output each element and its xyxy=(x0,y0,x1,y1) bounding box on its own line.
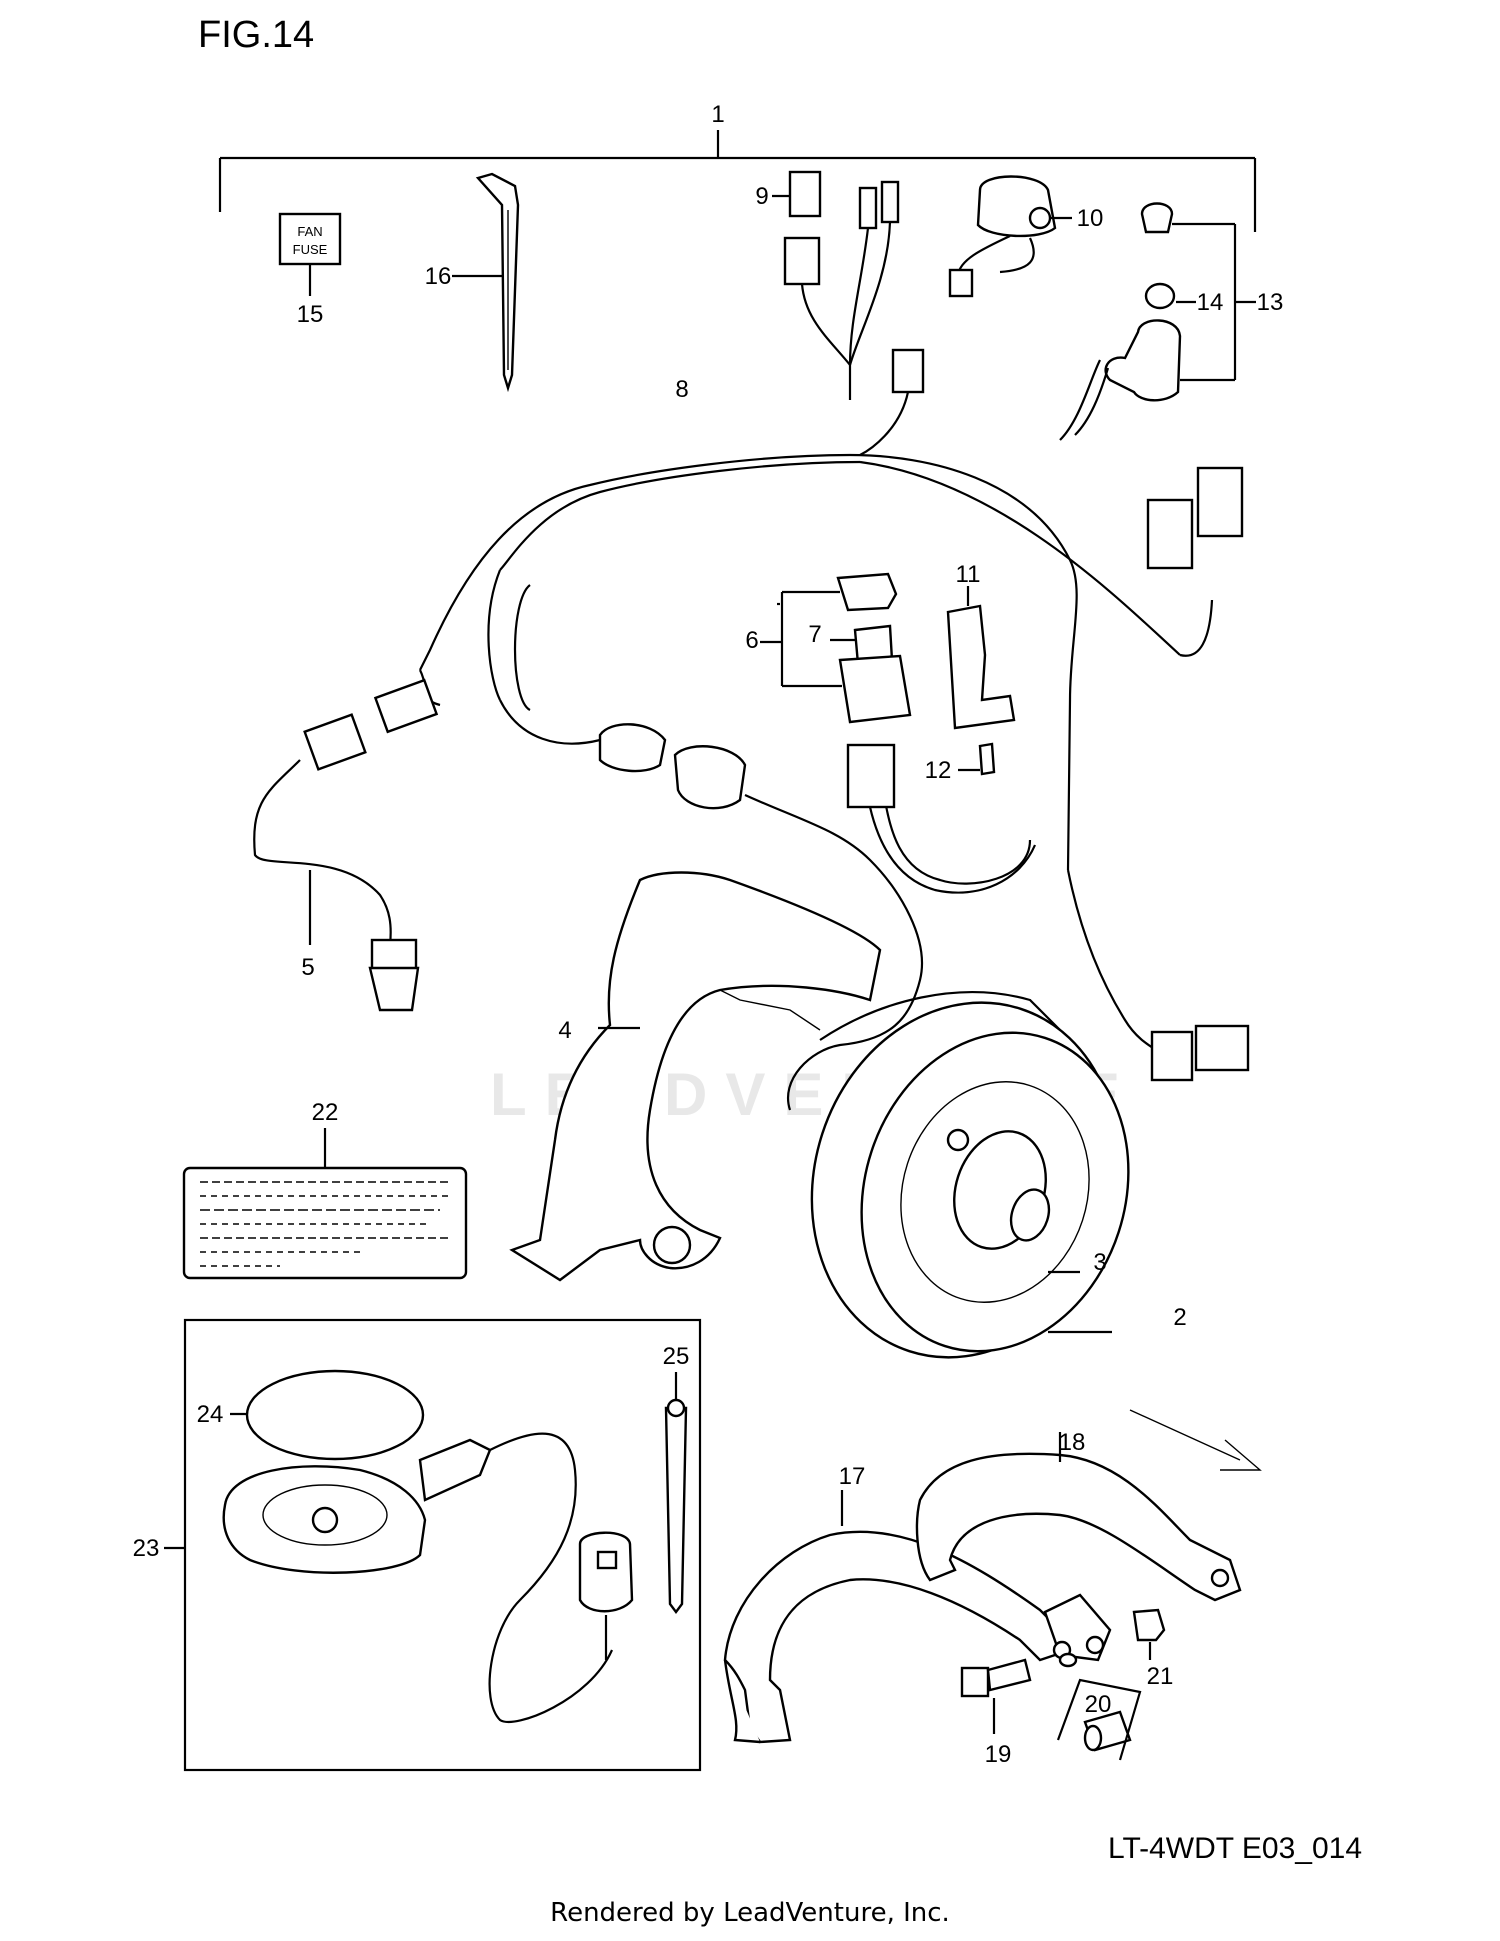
callout-9: 9 xyxy=(755,183,768,210)
caution-label xyxy=(182,1128,468,1280)
callout-25: 25 xyxy=(663,1343,690,1370)
diagram-code: LT-4WDT E03_014 xyxy=(1108,1832,1363,1865)
callout-10: 10 xyxy=(1077,205,1104,232)
fan-fuse-label: FAN FUSE xyxy=(278,212,342,296)
kit-bracket xyxy=(218,130,1257,232)
callout-5: 5 xyxy=(301,954,314,981)
callout-14: 14 xyxy=(1197,289,1224,316)
fuse-label-line1: FAN xyxy=(297,224,322,239)
cable-tie xyxy=(452,172,520,393)
switch-assembly xyxy=(948,175,1072,298)
right-connectors xyxy=(1146,466,1250,1082)
callout-8: 8 xyxy=(675,376,688,403)
callout-12: 12 xyxy=(925,757,952,784)
callout-22: 22 xyxy=(312,1099,339,1126)
fasteners xyxy=(960,1608,1166,1761)
callout-21: 21 xyxy=(1147,1663,1174,1690)
direction-arrow xyxy=(1129,1409,1262,1471)
fan-motor xyxy=(810,991,1130,1359)
thermo-switch-kit xyxy=(164,1318,702,1772)
fan-shroud xyxy=(509,871,882,1282)
callout-1: 1 xyxy=(711,101,724,128)
callout-18: 18 xyxy=(1059,1429,1086,1456)
figure-title: FIG.14 xyxy=(198,14,315,56)
callout-17: 17 xyxy=(839,1463,866,1490)
callout-7: 7 xyxy=(808,621,821,648)
callout-13: 13 xyxy=(1257,289,1284,316)
callout-11: 11 xyxy=(956,561,981,588)
mounting-brackets xyxy=(723,1432,1242,1744)
callout-6: 6 xyxy=(745,627,758,654)
wiring-harness xyxy=(419,453,1214,1061)
callout-24: 24 xyxy=(197,1401,224,1428)
footer-credit: Rendered by LeadVenture, Inc. xyxy=(550,1898,950,1928)
relay-assembly xyxy=(760,572,1037,894)
fuse-connectors xyxy=(772,170,925,456)
fan-connectors xyxy=(598,723,923,1111)
callout-3: 3 xyxy=(1093,1249,1106,1276)
callout-19: 19 xyxy=(985,1741,1012,1768)
callout-4: 4 xyxy=(558,1017,571,1044)
callout-15: 15 xyxy=(297,301,324,328)
callout-2: 2 xyxy=(1173,1304,1186,1331)
callout-numbers: 1 2 3 4 5 6 7 8 9 10 11 12 13 14 15 16 1… xyxy=(133,101,1284,1768)
callout-16: 16 xyxy=(425,263,452,290)
callout-23: 23 xyxy=(133,1535,160,1562)
lamp-socket-assembly xyxy=(1059,202,1256,441)
relay-bracket xyxy=(946,586,1016,776)
callout-20: 20 xyxy=(1085,1691,1112,1718)
sensor-connectors xyxy=(253,678,439,1012)
fuse-label-line2: FUSE xyxy=(293,242,328,257)
